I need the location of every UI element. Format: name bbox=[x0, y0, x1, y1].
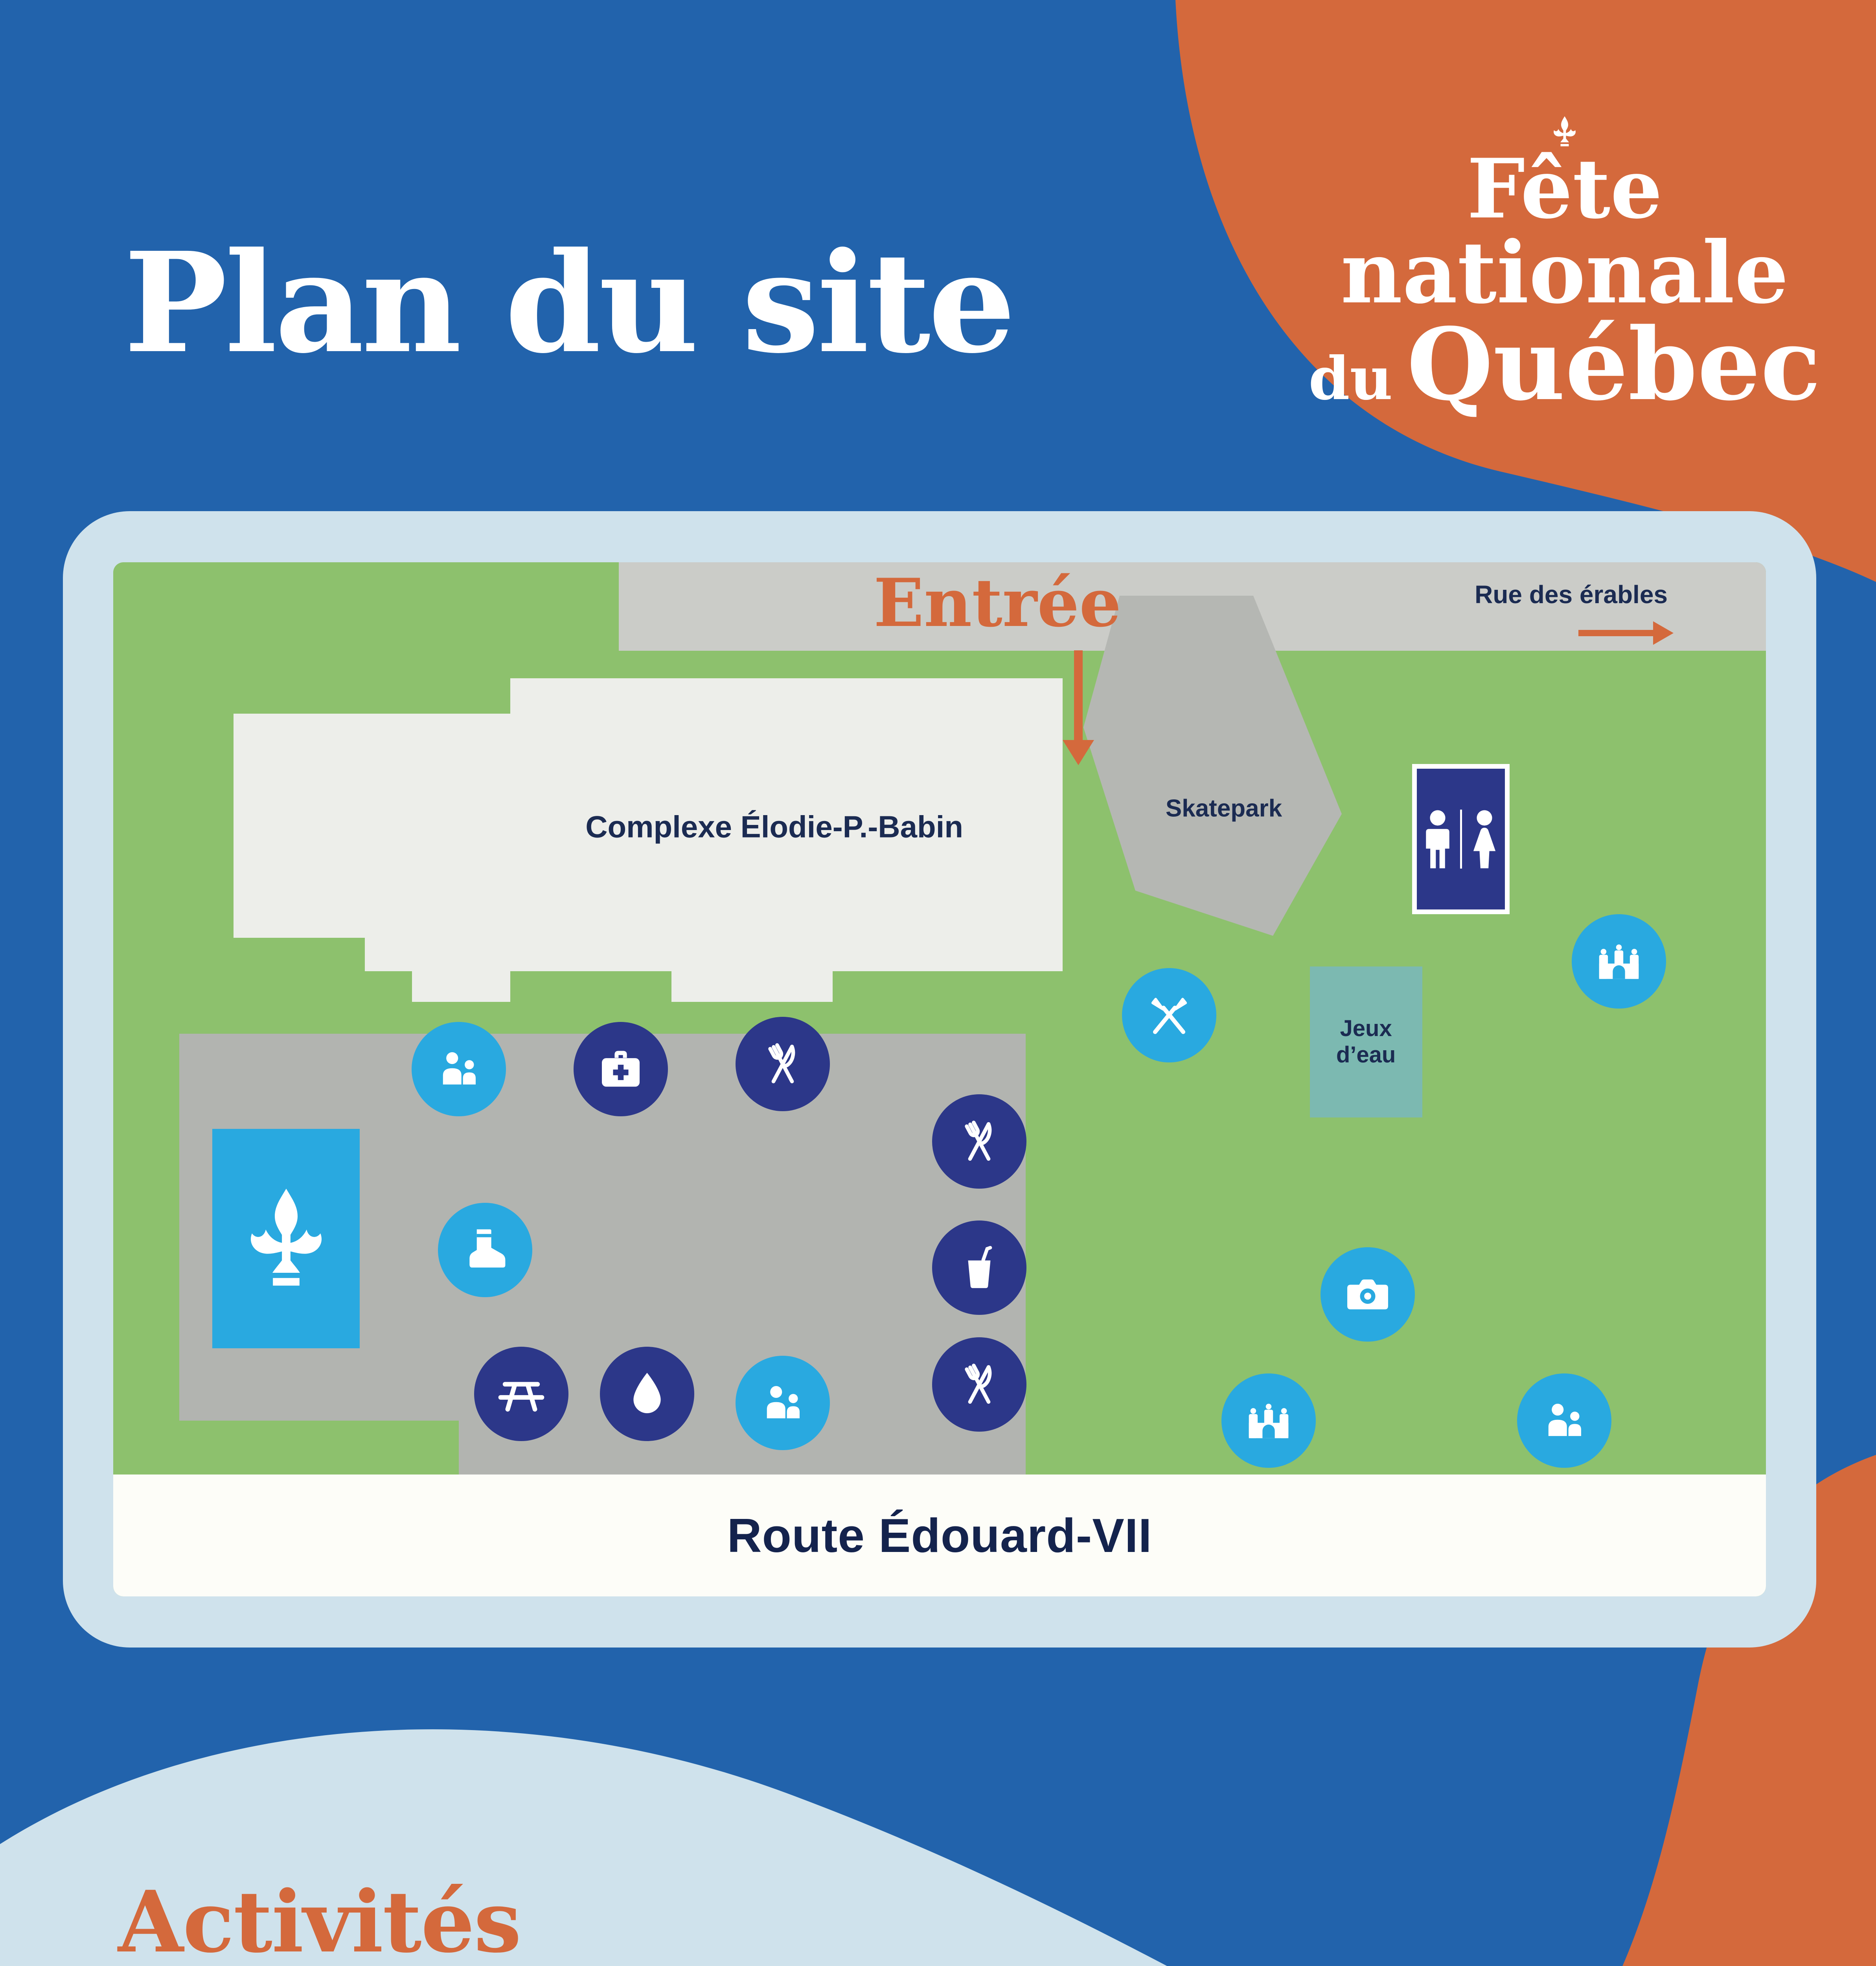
bouncy-icon bbox=[1593, 935, 1645, 988]
street-route-edouard: Route Édouard-VII bbox=[113, 1474, 1766, 1596]
logo-line-2: nationale bbox=[1341, 223, 1789, 322]
map-marker-drink bbox=[932, 1220, 1026, 1315]
map-marker-family bbox=[1517, 1373, 1612, 1468]
map-markers-layer bbox=[113, 562, 1766, 1596]
logo-line-1: Fête bbox=[1467, 141, 1663, 237]
map-marker-picnic bbox=[474, 1346, 569, 1441]
toilets-divider bbox=[1460, 809, 1462, 869]
forkknife-icon bbox=[953, 1115, 1006, 1168]
bouncy-icon bbox=[1242, 1394, 1295, 1447]
map-marker-family bbox=[735, 1356, 830, 1451]
forkknife-icon bbox=[953, 1358, 1006, 1411]
camera-icon bbox=[1341, 1268, 1394, 1321]
map-marker-forkknife bbox=[932, 1094, 1026, 1189]
water-games-label-1: Jeux bbox=[1340, 1016, 1392, 1042]
map-marker-forkknife bbox=[932, 1337, 1026, 1432]
street-right-arrow-icon bbox=[1578, 621, 1674, 645]
building-shape bbox=[234, 678, 1063, 1002]
activities-legend: Activités Danse country Jeux gonflables … bbox=[118, 1879, 584, 1966]
picnic-icon bbox=[495, 1368, 548, 1420]
skatepark-shape bbox=[1083, 596, 1342, 936]
skatepark-label: Skatepark bbox=[1165, 795, 1282, 822]
map-marker-firstaid bbox=[573, 1022, 668, 1116]
drink-icon bbox=[953, 1241, 1006, 1294]
family-icon bbox=[756, 1377, 809, 1429]
entrance-label: Entrée bbox=[874, 564, 1122, 642]
entrance-down-arrow-icon bbox=[1063, 650, 1094, 765]
map-marker-family bbox=[411, 1022, 506, 1116]
map-marker-bouncy bbox=[1571, 914, 1666, 1009]
site-map: Jeux d’eau Complexe Élodie-P.-Babin Skat… bbox=[113, 562, 1766, 1596]
drop-icon bbox=[621, 1368, 673, 1420]
map-marker-maquillage bbox=[1122, 968, 1217, 1062]
logo-quebec: Québec bbox=[1407, 306, 1821, 423]
maquillage-icon bbox=[1143, 989, 1195, 1042]
page-title: Plan du site bbox=[124, 221, 1016, 384]
toilets-sign bbox=[1412, 764, 1510, 914]
map-marker-bouncy bbox=[1221, 1373, 1316, 1468]
map-marker-drop bbox=[600, 1346, 694, 1441]
map-marker-forkknife bbox=[735, 1016, 830, 1111]
map-marker-boot bbox=[438, 1202, 532, 1297]
forkknife-icon bbox=[756, 1038, 809, 1090]
family-icon bbox=[1538, 1394, 1591, 1447]
street-top-label: Rue des érables bbox=[1475, 580, 1668, 609]
site-map-card: Jeux d’eau Complexe Élodie-P.-Babin Skat… bbox=[63, 511, 1816, 1648]
map-shapes bbox=[234, 596, 1342, 1002]
street-bottom-label: Route Édouard-VII bbox=[727, 1509, 1152, 1562]
plaza-grass-notch bbox=[179, 1420, 459, 1479]
water-games-label-2: d’eau bbox=[1336, 1042, 1396, 1068]
water-games-area: Jeux d’eau bbox=[1310, 966, 1422, 1118]
logo-du: du bbox=[1308, 344, 1393, 413]
event-logo: Fête nationale du Québec bbox=[1309, 114, 1821, 414]
family-icon bbox=[432, 1043, 485, 1095]
boot-icon bbox=[459, 1224, 511, 1276]
building-label: Complexe Élodie-P.-Babin bbox=[585, 809, 963, 844]
map-marker-camera bbox=[1320, 1247, 1415, 1342]
stage-area bbox=[212, 1129, 360, 1349]
logo-line-3: du Québec bbox=[1309, 315, 1821, 414]
activities-title: Activités bbox=[118, 1872, 521, 1966]
firstaid-icon bbox=[594, 1043, 647, 1095]
